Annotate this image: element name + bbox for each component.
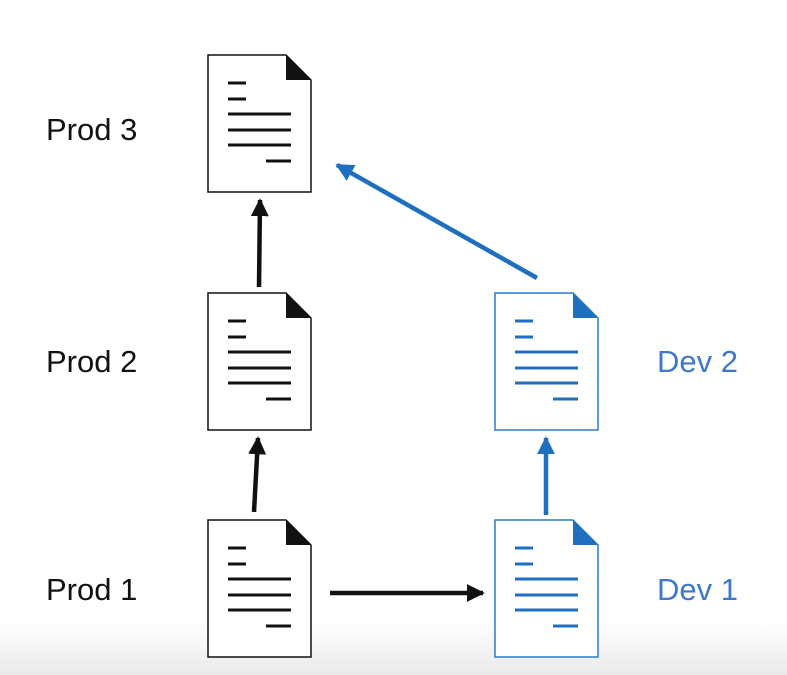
prod2-document-icon <box>207 292 312 431</box>
prod3-document-icon <box>207 54 312 193</box>
prod1-document-icon <box>207 519 312 658</box>
arrow-prod2-to-prod3 <box>250 198 269 288</box>
arrow-dev2-to-prod3 <box>335 163 539 280</box>
dev1-label: Dev 1 <box>657 572 738 607</box>
dev2-label: Dev 2 <box>657 344 738 379</box>
dev2-document-icon <box>494 292 599 431</box>
prod3-label: Prod 3 <box>46 112 138 147</box>
dev1-document-icon <box>494 519 599 658</box>
prod2-label: Prod 2 <box>46 344 138 379</box>
arrow-prod1-to-prod2 <box>248 436 267 513</box>
prod1-label: Prod 1 <box>46 572 138 607</box>
